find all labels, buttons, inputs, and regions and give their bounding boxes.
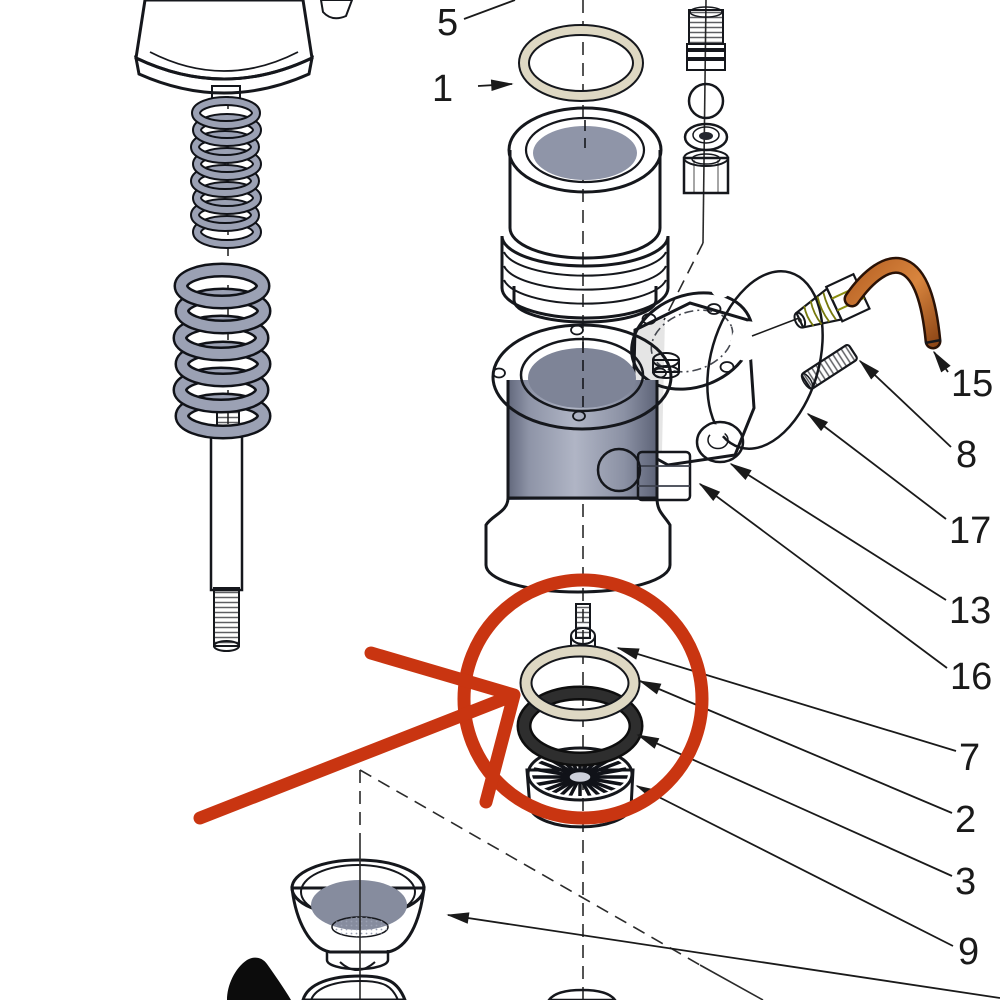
flange-hole-top: [570, 324, 584, 336]
callout-5: 5: [437, 0, 516, 44]
callout-label-3: 3: [955, 861, 976, 903]
body-side-boss: [630, 301, 756, 467]
red-annotations: [193, 573, 709, 825]
bell-cap-rim: [133, 55, 315, 95]
spring-coils: [172, 262, 272, 440]
callout-17: 17: [806, 413, 991, 552]
body-cylinder: [508, 380, 657, 500]
boss-bolt-hole-2: [706, 303, 722, 315]
projection-line-diagonal-end: [699, 964, 764, 1000]
bell-cap-ridge: [149, 51, 299, 72]
part-group-head-body: [484, 291, 756, 594]
cam-block: [319, 0, 354, 20]
callout-9: 9: [635, 785, 979, 973]
body-bore: [519, 337, 645, 413]
flange-hole-bottom: [572, 410, 586, 422]
callout-basket-leader: [446, 912, 1000, 999]
body-skirt: [484, 496, 672, 594]
part-filter-basket: [290, 858, 426, 971]
body-bore-inner: [528, 348, 636, 408]
part-valve-stem: [209, 409, 244, 652]
callout-label-9: 9: [958, 931, 979, 973]
part-dome-nut: [652, 352, 680, 379]
callout-1: 1: [432, 68, 514, 110]
callout-label-17: 17: [949, 510, 991, 552]
callouts: 5 1 15 8 17 13 16 7 2 3 9: [432, 0, 1000, 999]
part-valve-seat: [683, 122, 729, 152]
part-group-cap-assembly: [133, 0, 354, 100]
sleeve-upper-tube: [508, 150, 662, 260]
part-portafilter-rim: [301, 974, 407, 1000]
sleeve-lower-tube: [512, 286, 658, 324]
gasket-hole-2: [769, 316, 787, 330]
callout-label-16: 16: [950, 656, 992, 698]
part-gasket-ring: [516, 685, 644, 767]
callout-label-1: 1: [432, 68, 453, 110]
projection-line-diagonal: [359, 769, 701, 966]
part-valve-plug: [686, 6, 726, 71]
part-oring-top: [518, 24, 644, 102]
sleeve-bore-inner: [533, 126, 637, 180]
basket-interior-deep: [311, 880, 407, 930]
part-lower-spring: [172, 262, 272, 440]
part-valve-ball: [687, 82, 725, 120]
callout-16: 16: [698, 483, 992, 698]
part-brass-nut: [682, 149, 730, 195]
sleeve-bore: [524, 116, 646, 184]
callout-label-5: 5: [437, 2, 458, 44]
callout-label-7: 7: [959, 737, 980, 779]
gasket-axis-line: [751, 317, 800, 337]
stem-thread-bottom-texture: [214, 588, 239, 646]
callout-label-13: 13: [949, 590, 991, 632]
callout-13: 13: [729, 463, 991, 632]
callout-2: 2: [638, 680, 976, 841]
callout-8: 8: [858, 359, 977, 476]
red-arrow-annotation: [193, 646, 521, 825]
basket-spout: [339, 961, 376, 971]
sleeve-ring-band: [500, 235, 670, 320]
part-hex-fitting: [596, 447, 692, 502]
stem-tip: [213, 640, 240, 652]
stem-rod: [209, 425, 244, 592]
gasket-hole-3: [707, 424, 725, 438]
gasket-hole-1: [711, 284, 729, 298]
sleeve-top-face: [507, 106, 663, 194]
part-sleeve: [500, 106, 670, 324]
callout-label-15: 15: [951, 363, 993, 405]
spring-coils: [190, 96, 262, 249]
screen-face: [526, 746, 634, 802]
boss-bolt-hole-1: [641, 313, 657, 325]
part-copper-pipe: [843, 256, 942, 350]
part-flange-gasket: [706, 270, 824, 450]
center-axis-valve-bend: [663, 242, 704, 321]
callout-label-2: 2: [955, 799, 976, 841]
part-lower-rim: [547, 988, 617, 1000]
flange-hole-left: [492, 367, 506, 379]
part-upper-spring: [190, 96, 262, 249]
part-handle: [227, 957, 291, 1000]
callout-7: 7: [616, 647, 980, 779]
pipe-end-cap: [924, 338, 942, 345]
sleeve-rib-3: [503, 279, 667, 305]
gasket-hole-4: [771, 394, 789, 408]
part-oring-white: [519, 644, 641, 722]
boss-bolt-hole-3: [719, 361, 735, 373]
callout-label-8: 8: [956, 434, 977, 476]
body-cylinder-outline: [506, 380, 659, 500]
callout-15: 15: [933, 350, 993, 405]
sleeve-rib-1: [503, 251, 667, 277]
gasket-center-hole: [730, 321, 764, 361]
part-stud: [800, 343, 858, 390]
red-circle-highlight: [457, 573, 709, 825]
sleeve-rib-2: [503, 265, 667, 291]
